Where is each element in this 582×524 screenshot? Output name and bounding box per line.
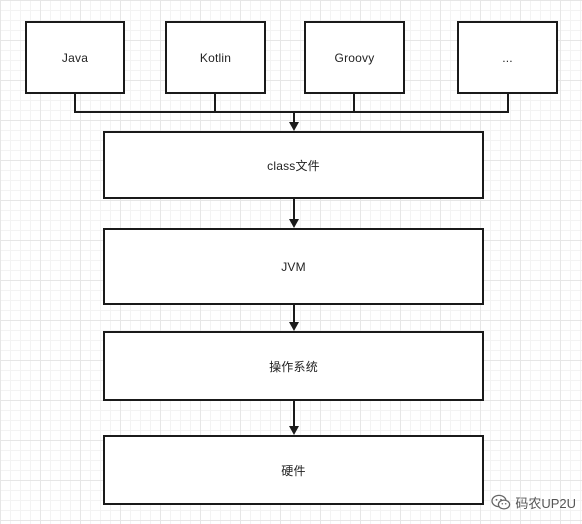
- operating-system-label: 操作系统: [269, 359, 318, 374]
- jvm-label: JVM: [281, 259, 306, 274]
- wechat-icon: [491, 494, 511, 511]
- source-java-label: Java: [61, 50, 89, 65]
- source-kotlin-box: Kotlin: [165, 21, 266, 94]
- watermark: 码农UP2U: [491, 493, 576, 512]
- jvm-box: JVM: [103, 228, 484, 305]
- arrowhead-jvm: [289, 219, 299, 228]
- source-more-box: ...: [457, 21, 558, 94]
- source-kotlin-label: Kotlin: [199, 50, 232, 65]
- source-java-box: Java: [25, 21, 125, 94]
- hardware-label: 硬件: [281, 463, 306, 478]
- source-more-label: ...: [502, 50, 513, 65]
- class-file-label: class文件: [267, 158, 320, 173]
- operating-system-box: 操作系统: [103, 331, 484, 401]
- source-groovy-box: Groovy: [304, 21, 405, 94]
- class-file-box: class文件: [103, 131, 484, 199]
- watermark-text: 码农UP2U: [515, 496, 576, 511]
- arrowhead-class: [289, 122, 299, 131]
- hardware-box: 硬件: [103, 435, 484, 505]
- arrowhead-os: [289, 322, 299, 331]
- arrowhead-hardware: [289, 426, 299, 435]
- source-groovy-label: Groovy: [334, 50, 375, 65]
